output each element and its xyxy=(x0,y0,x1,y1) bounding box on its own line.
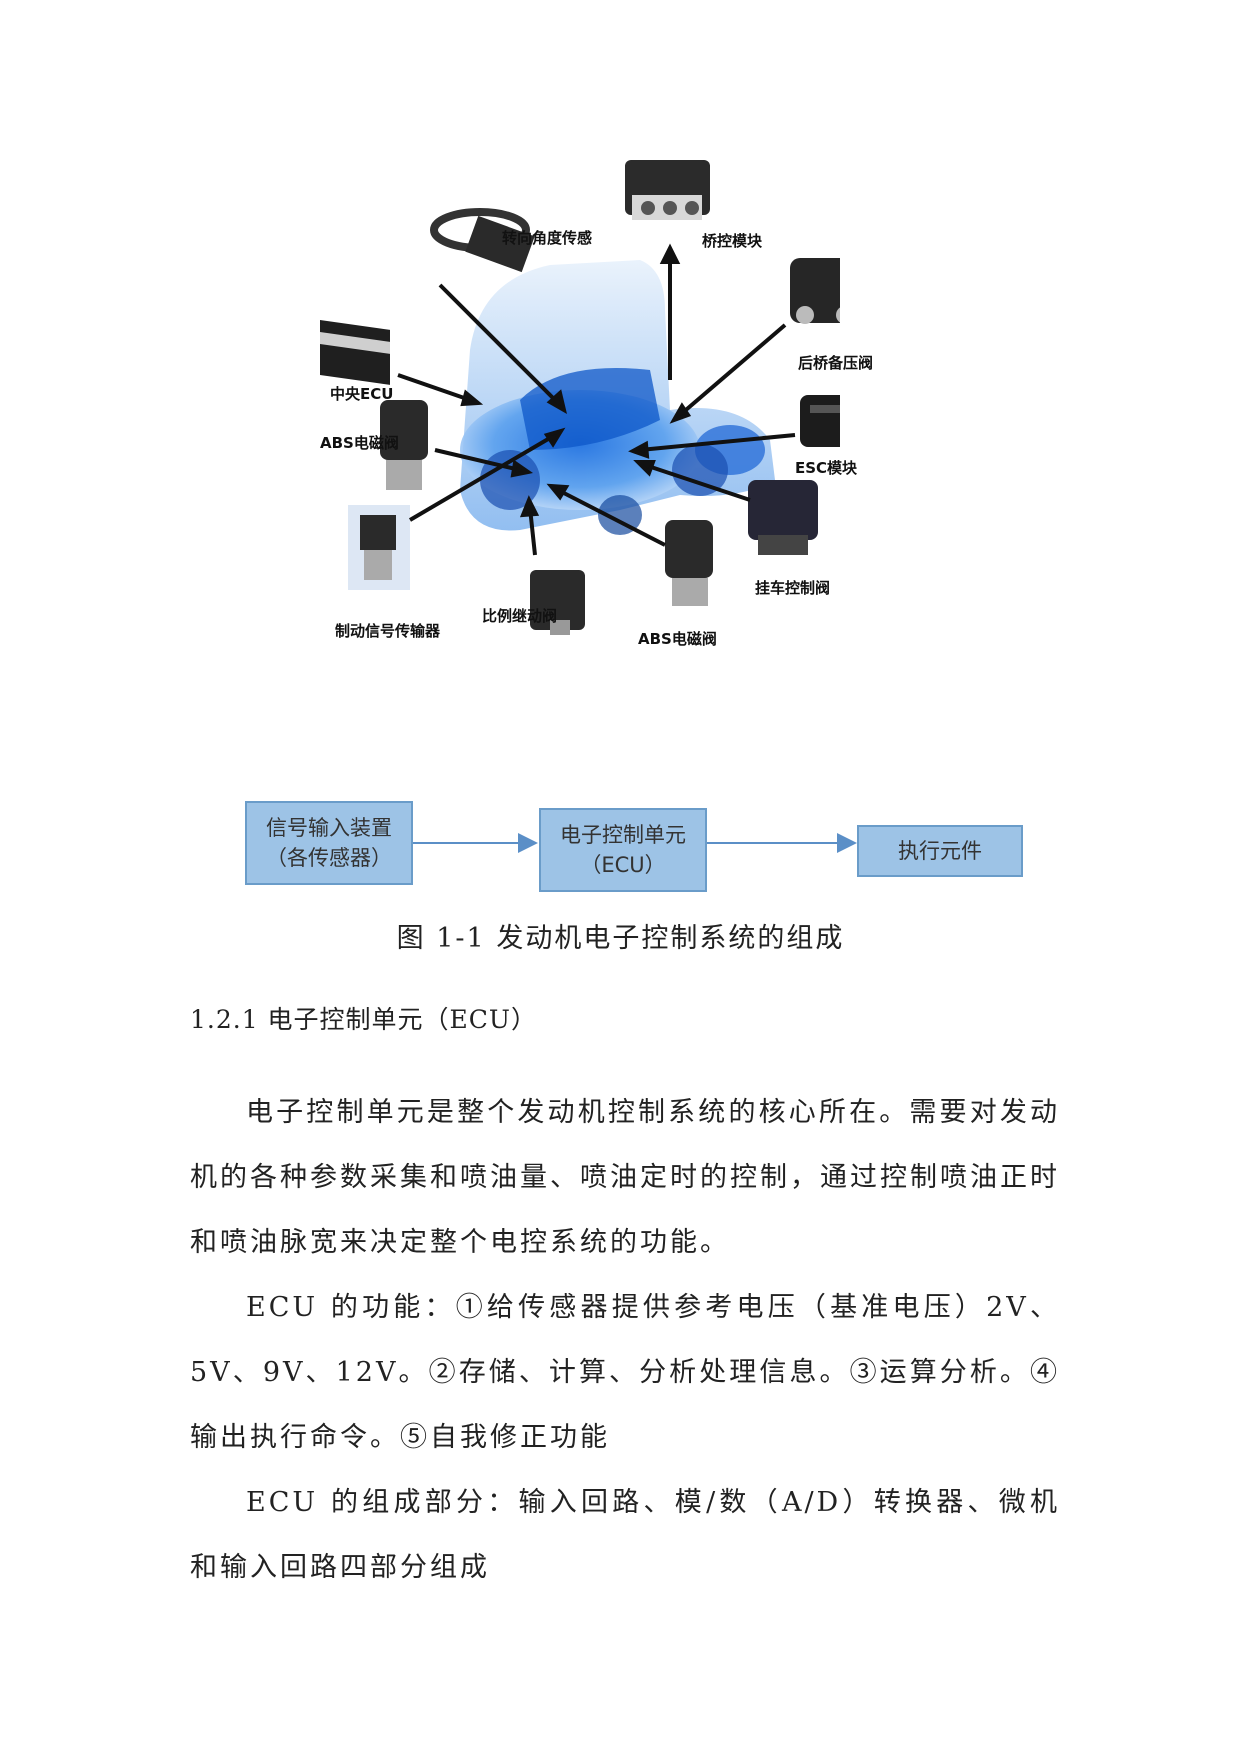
label-proportional-valve: 比例继动阀 xyxy=(482,607,558,625)
proportional-valve-icon xyxy=(530,570,585,635)
axle-module-icon xyxy=(625,160,710,220)
label-abs-valve-bottom: ABS电磁阀 xyxy=(638,630,717,648)
truck-body xyxy=(460,260,775,535)
label-steering-sensor: 转向角度传感 xyxy=(502,229,593,247)
flow-box-ecu-line1: 电子控制单元 xyxy=(560,822,686,847)
trailer-valve-icon xyxy=(748,480,818,555)
abs-valve-bottom-icon xyxy=(665,520,713,606)
label-trailer-valve: 挂车控制阀 xyxy=(755,579,831,597)
component-arrows xyxy=(397,243,796,556)
paragraph-ecu-components: ECU 的组成部分：输入回路、模/数（A/D）转换器、微机和输入回路四部分组成 xyxy=(190,1487,1060,1583)
abs-valve-left-icon xyxy=(380,400,428,490)
flow-box-ecu: 电子控制单元 （ECU） xyxy=(539,808,707,892)
flow-box-input-line1: 信号输入装置 xyxy=(266,815,392,840)
esc-module-icon xyxy=(800,395,882,447)
label-brake-sensor: 制动信号传输器 xyxy=(335,622,441,640)
central-ecu-icon xyxy=(285,315,390,385)
flow-box-actuator: 执行元件 xyxy=(857,825,1023,877)
paragraph-ecu-functions: ECU 的功能：①给传感器提供参考电压（基准电压）2V、5V、9V、12V。②存… xyxy=(190,1292,1060,1453)
label-rear-axle-valve: 后桥备压阀 xyxy=(798,354,874,372)
brake-sensor-icon xyxy=(348,505,410,590)
label-abs-valve-left: ABS电磁阀 xyxy=(320,434,399,452)
figure-caption: 图 1-1 发动机电子控制系统的组成 xyxy=(396,923,845,954)
flow-box-input: 信号输入装置 （各传感器） xyxy=(245,801,413,885)
label-central-ecu: 中央ECU xyxy=(330,385,394,403)
steering-sensor-icon xyxy=(430,208,535,273)
system-diagram: 转向角度传感 桥控模块 后桥备压阀 中央ECU ABS电磁阀 ESC模块 挂车控… xyxy=(285,150,882,730)
label-axle-module: 桥控模块 xyxy=(702,232,763,250)
flow-box-ecu-line2: （ECU） xyxy=(580,853,666,877)
label-esc-module: ESC模块 xyxy=(795,459,858,477)
flow-box-input-line2: （各传感器） xyxy=(266,846,392,870)
section-heading: 1.2.1 电子控制单元（ECU） xyxy=(190,1005,538,1034)
rear-axle-valve-icon xyxy=(790,258,860,324)
flow-box-actuator-line1: 执行元件 xyxy=(898,838,982,863)
paragraph-ecu-intro: 电子控制单元是整个发动机控制系统的核心所在。需要对发动机的各种参数采集和喷油量、… xyxy=(190,1097,1060,1258)
